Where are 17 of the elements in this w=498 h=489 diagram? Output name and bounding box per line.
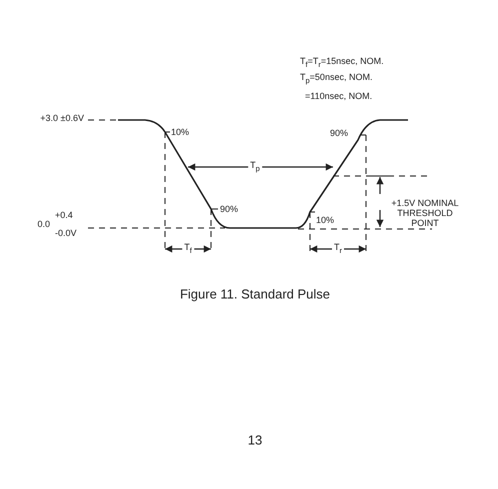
annotation-note: T$_{p}$=50nsec, NOM.: [300, 72, 372, 86]
annotation-note: =110nsec, NOM.: [305, 91, 372, 101]
timing-label: T$_{f}$: [182, 242, 194, 256]
percent-label: 90%: [220, 204, 238, 214]
voltage-label: +0.4: [55, 210, 73, 220]
annotation-note: T$_{f}$=T$_{r}$=15nsec, NOM.: [300, 56, 384, 70]
timing-label: T$_{r}$: [332, 242, 344, 256]
voltage-label: 0.0: [37, 219, 50, 229]
percent-label: 90%: [330, 128, 348, 138]
figure-caption: Figure 11. Standard Pulse: [180, 286, 330, 302]
voltage-label: -0.0V: [55, 228, 77, 238]
threshold-label: +1.5V NOMINAL THRESHOLD POINT: [390, 198, 460, 228]
voltage-label: +3.0 ±0.6V: [40, 113, 84, 123]
percent-label: 10%: [171, 127, 190, 137]
timing-label: T$_{p}$: [248, 160, 262, 174]
page-number: 13: [248, 432, 262, 448]
percent-label: 10%: [316, 215, 334, 225]
